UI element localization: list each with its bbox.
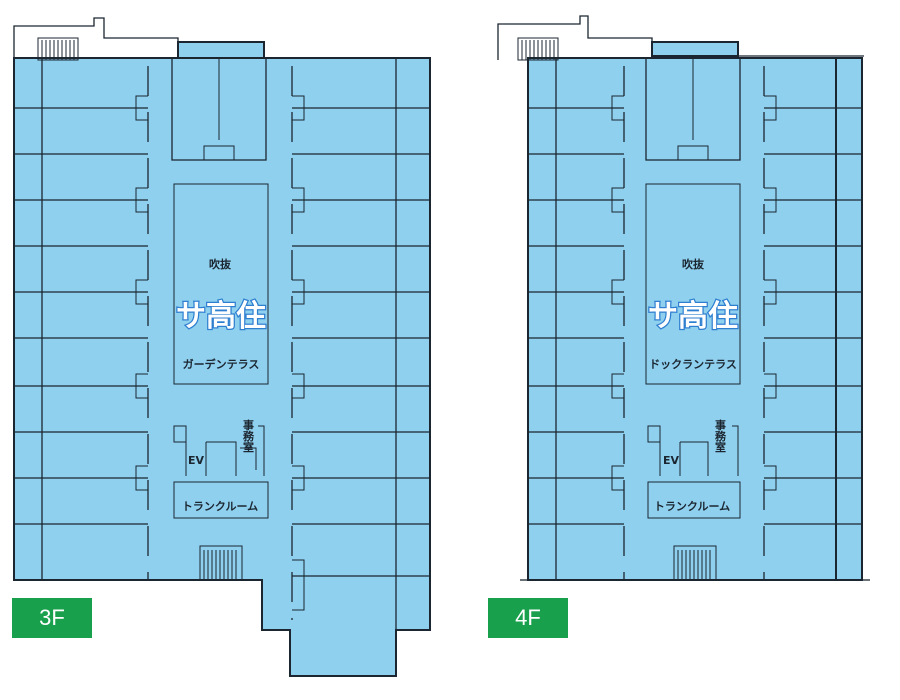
floor-3-left-rooms	[14, 58, 149, 580]
floor-4-elevator-label: EV	[663, 454, 680, 467]
floor-3-right-rooms	[291, 58, 430, 630]
floor-3-terrace-label: ガーデンテラス	[183, 357, 260, 371]
floor-4-right-rooms	[763, 66, 862, 580]
floor-4-top-center-room	[645, 58, 741, 161]
floor-3-badge: 3F	[12, 598, 92, 638]
floor-4-terrace-label: ドックランテラス	[649, 358, 737, 371]
floor-4-badge: 4F	[488, 598, 568, 638]
floor-4-atrium-label: 吹抜	[682, 257, 705, 271]
floor-3-service-core	[173, 425, 269, 519]
floor-3-trunk-room-label: トランクルーム	[182, 500, 258, 513]
floor-4-atrium	[645, 183, 741, 385]
floor-4-logo: サ高住	[648, 299, 738, 334]
floor-3-bottom-stair	[199, 545, 243, 580]
floor-4-bottom-stair	[673, 545, 717, 580]
floor-4-left-rooms	[528, 58, 625, 580]
floor-3-logo: サ高住	[176, 299, 266, 334]
floor-4-top-stair	[517, 37, 559, 61]
floor-3-atrium	[173, 183, 269, 385]
floor-4-office-label: 事務室	[714, 418, 727, 452]
floor-4-service-core	[647, 425, 741, 519]
floor-3-elevator-label: EV	[188, 454, 205, 467]
floor-4-trunk-room-label: トランクルーム	[654, 500, 730, 513]
floor-3-atrium-label: 吹抜	[209, 257, 232, 271]
floor-4-plan: 吹抜 サ高住 ドックランテラス EV 事務室 トランクルーム	[497, 15, 870, 581]
floor-3-office-label: 事務室	[242, 418, 255, 452]
floor-3-plan: 吹抜 サ高住 ガーデンテラス EV 事務室 トランクルーム	[13, 17, 431, 677]
floor-3-top-center-room	[171, 58, 267, 161]
floor-3-top-stair	[37, 37, 79, 61]
